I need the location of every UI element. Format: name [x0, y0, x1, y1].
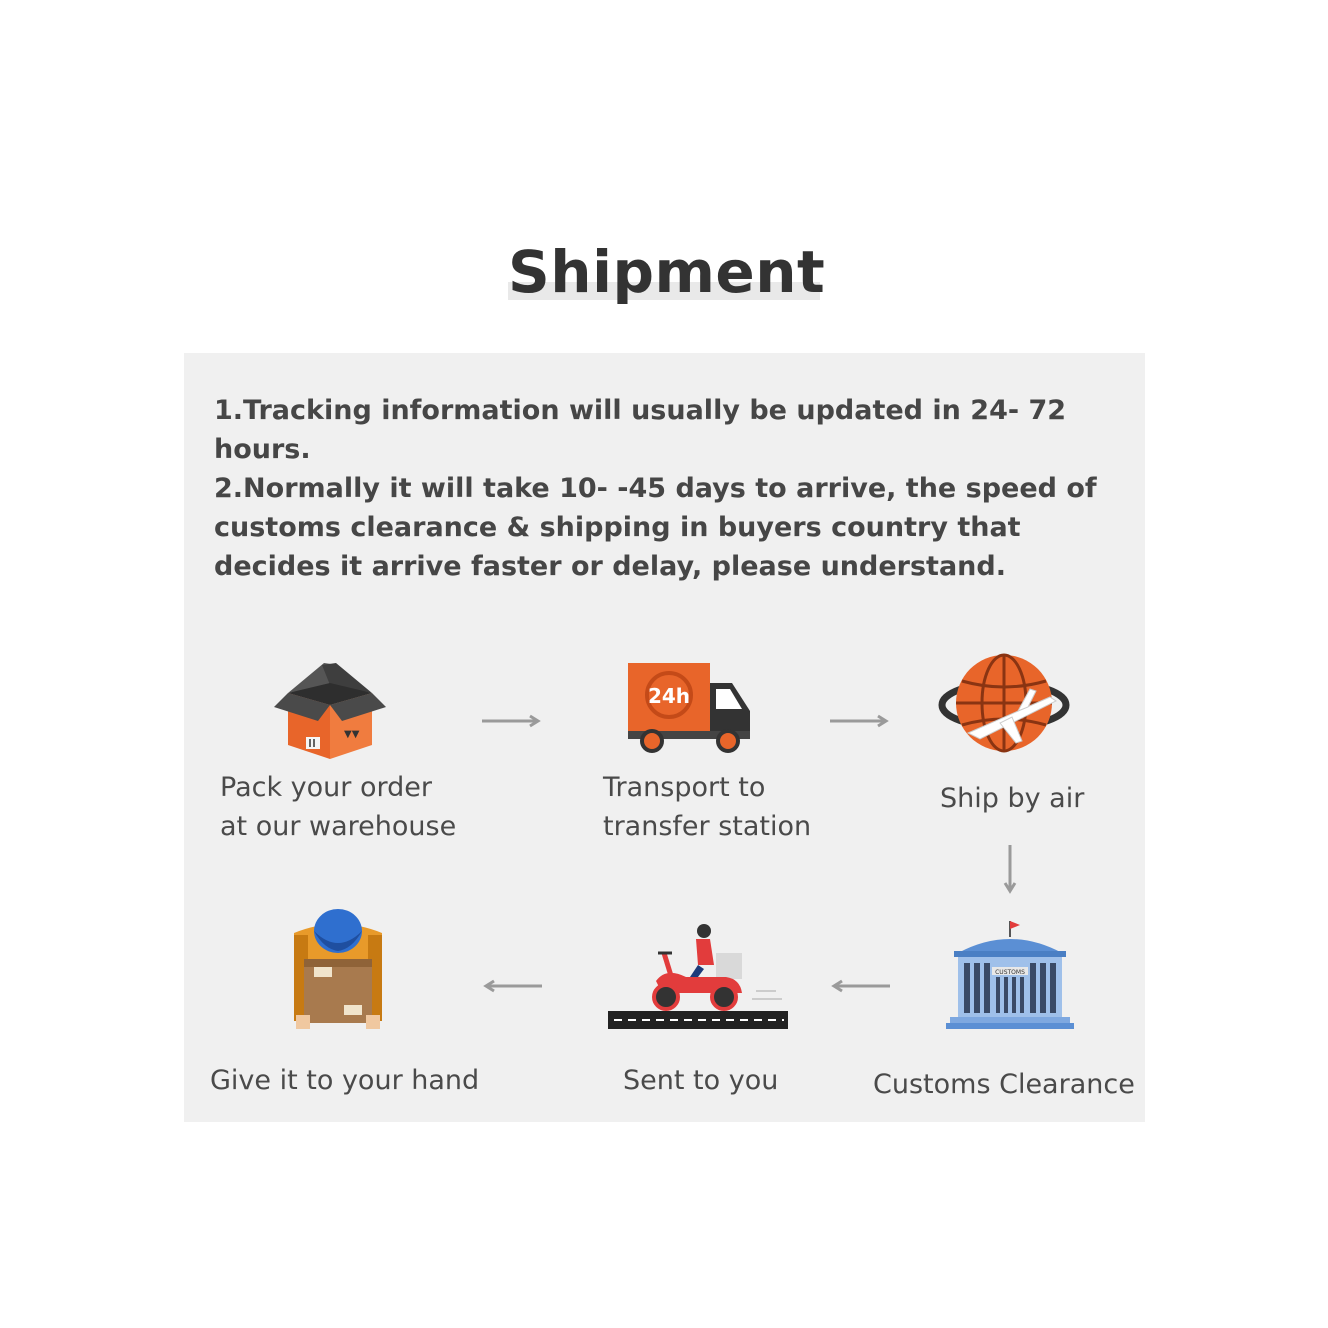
truck-icon: 24h — [628, 663, 750, 753]
globe-plane-icon — [938, 653, 1070, 753]
shipment-panel: 1.Tracking information will usually be u… — [184, 353, 1145, 1122]
truck-badge-text: 24h — [648, 684, 690, 708]
step-label-hand: Give it to your hand — [210, 1065, 480, 1096]
arrow-right-icon — [482, 714, 541, 728]
step-label-customs: Customs Clearance — [873, 1069, 1135, 1100]
arrow-left-icon — [831, 979, 890, 993]
box-icon: ▼▼ — [274, 663, 386, 759]
note-2: 2.Normally it will take 10- -45 days to … — [214, 473, 1097, 582]
arrow-left-icon — [483, 979, 542, 993]
arrow-right-icon — [830, 714, 889, 728]
page-title: Shipment — [508, 238, 826, 306]
title-block: Shipment — [508, 236, 826, 306]
step-label-sent: Sent to you — [623, 1065, 779, 1096]
step-label-pack: Pack your order at our warehouse — [220, 772, 457, 842]
note-1: 1.Tracking information will usually be u… — [214, 395, 1067, 465]
customs-sign-text: CUSTOMS — [995, 969, 1025, 976]
customs-building-icon: CUSTOMS — [946, 921, 1074, 1029]
scooter-icon — [608, 924, 788, 1029]
title-underline — [508, 282, 820, 300]
step-label-air: Ship by air — [940, 783, 1085, 814]
svg-text:▼▼: ▼▼ — [344, 729, 360, 740]
step-label-transport: Transport to transfer station — [603, 772, 812, 842]
courier-icon — [294, 909, 382, 1029]
arrow-down-icon — [1003, 845, 1017, 894]
notes: 1.Tracking information will usually be u… — [214, 391, 1124, 586]
